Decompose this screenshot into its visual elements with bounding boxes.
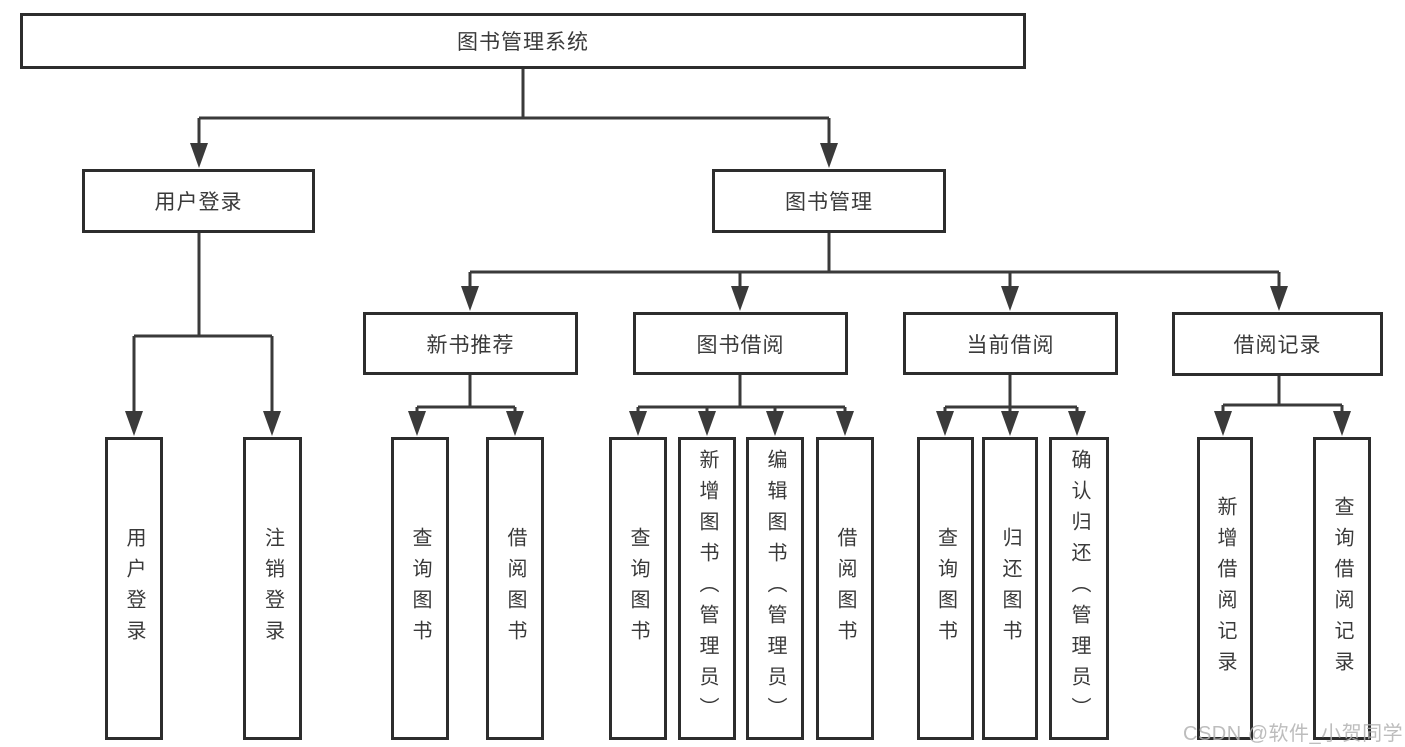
node-label: 查询图书	[627, 526, 649, 651]
node-label: 图书借阅	[696, 333, 785, 357]
leaf-add-borrow-record: 新增借阅记录	[1197, 437, 1253, 740]
leaf-recommend-query-books: 查询图书	[391, 437, 449, 740]
leaf-current-query-books: 查询图书	[917, 437, 974, 740]
node-label: 新增图书（管理员）	[696, 449, 718, 728]
leaf-return-books: 归还图书	[982, 437, 1038, 740]
node-label: 新书推荐	[426, 333, 515, 357]
leaf-add-book-admin: 新增图书（管理员）	[678, 437, 736, 740]
leaf-borrow-query-books: 查询图书	[609, 437, 667, 740]
leaf-query-borrow-record: 查询借阅记录	[1313, 437, 1371, 740]
node-label: 图书管理	[785, 191, 873, 214]
node-label: 查询图书	[934, 526, 957, 651]
node-label: 确认归还（管理员）	[1068, 449, 1090, 728]
node-system-root: 图书管理系统	[20, 13, 1026, 69]
node-label: 借阅记录	[1233, 334, 1322, 357]
leaf-user-login: 用户登录	[105, 437, 163, 740]
node-book-management-branch: 图书管理	[712, 169, 946, 233]
node-user-login-branch: 用户登录	[82, 169, 315, 233]
leaf-logout: 注销登录	[243, 437, 302, 740]
leaf-edit-book-admin: 编辑图书（管理员）	[746, 437, 804, 740]
node-label: 用户登录	[123, 526, 145, 651]
leaf-confirm-return-admin: 确认归还（管理员）	[1049, 437, 1109, 740]
diagram-title: 图书管理系统	[457, 31, 589, 54]
node-label: 查询图书	[409, 526, 431, 651]
node-label: 注销登录	[261, 526, 284, 651]
group-borrowing-records: 借阅记录	[1172, 312, 1383, 376]
group-book-borrowing: 图书借阅	[633, 312, 848, 375]
csdn-watermark: CSDN @软件_小贺同学	[1183, 723, 1404, 745]
node-label: 新增借阅记录	[1214, 495, 1236, 682]
node-label: 借阅图书	[504, 526, 526, 651]
node-label: 借阅图书	[834, 526, 856, 651]
connector-path	[132, 69, 1344, 414]
leaf-recommend-borrow-books: 借阅图书	[486, 437, 544, 740]
node-label: 用户登录	[154, 191, 243, 214]
leaf-borrow-books: 借阅图书	[816, 437, 874, 740]
node-label: 编辑图书（管理员）	[764, 449, 786, 728]
node-label: 归还图书	[999, 526, 1021, 651]
group-new-book-recommendation: 新书推荐	[363, 312, 578, 375]
node-label: 查询借阅记录	[1331, 495, 1353, 682]
group-current-borrowing: 当前借阅	[903, 312, 1118, 375]
arrowheads	[125, 143, 1351, 436]
node-label: 当前借阅	[966, 333, 1055, 357]
